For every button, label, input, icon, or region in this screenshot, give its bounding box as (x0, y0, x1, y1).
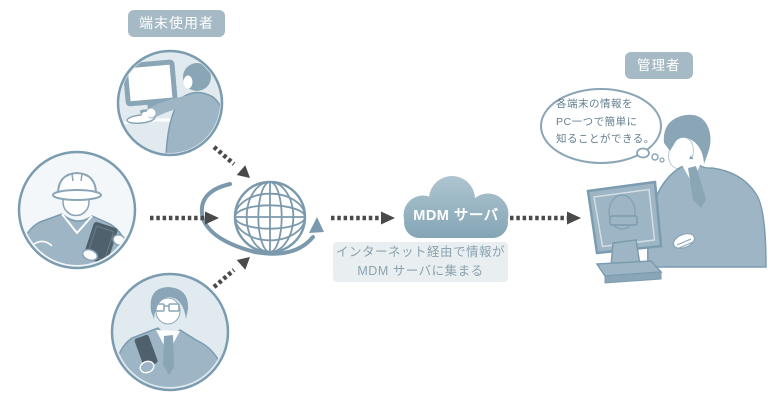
mdm-server-label: MDM サーバ (413, 208, 499, 224)
arrow-internet-to-mdm (331, 211, 395, 225)
device-users-label: 端末使用者 (128, 10, 225, 37)
arrow-desktop-to-internet (212, 145, 250, 178)
businessman-smartphone-icon (110, 272, 230, 392)
arrow-mobile-to-internet (212, 257, 250, 289)
info-note-line2: MDM サーバに集まる (357, 263, 484, 278)
thought-bubble-text: 各端末の情報を PC一つで簡単に 知ることができる。 (556, 96, 656, 149)
admin-monitor (586, 180, 663, 284)
cloud-server-icon (403, 176, 509, 238)
orbit-swoosh (199, 182, 315, 256)
arrow-mdm-to-admin (510, 211, 581, 225)
info-note: インターネット経由で情報が MDM サーバに集まる (333, 242, 508, 282)
desktop-pc-user-icon (116, 49, 224, 157)
admin-at-monitor-icon (586, 114, 767, 284)
info-note-line1: インターネット経由で情報が (335, 245, 505, 259)
bubble-line1: 各端末の情報を (556, 98, 633, 110)
admin-label: 管理者 (625, 52, 693, 79)
hardhat-worker-tablet-icon (17, 150, 137, 270)
bubble-line2: PC一つで簡単に (556, 115, 638, 128)
arrow-worker-to-internet (150, 211, 219, 225)
globe-internet-icon (199, 180, 324, 256)
thought-bubble (540, 88, 665, 164)
bubble-line3: 知ることができる。 (556, 133, 655, 145)
orbit-arrow-tip (309, 217, 324, 233)
